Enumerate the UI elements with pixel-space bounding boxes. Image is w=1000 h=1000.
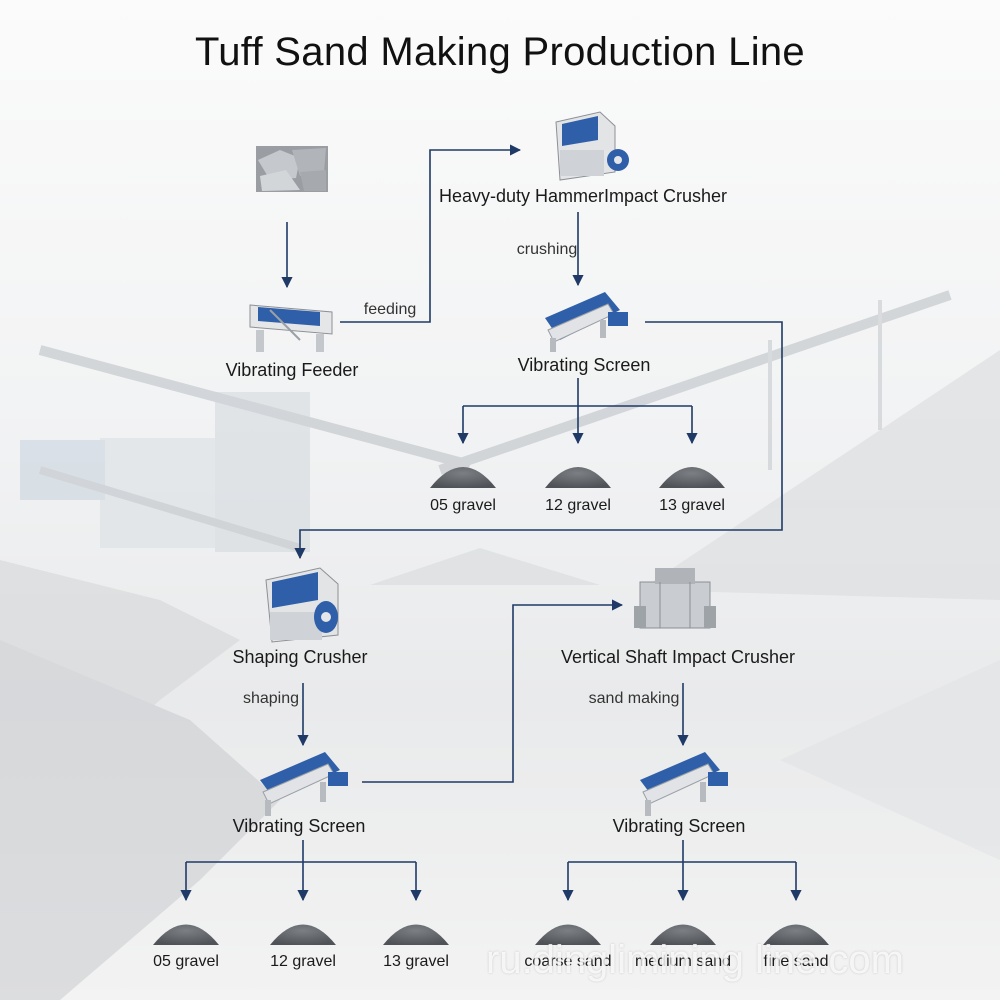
sand-pile-icon xyxy=(535,924,601,945)
vibrating-feeder-icon xyxy=(249,304,333,352)
output-label: 12 gravel xyxy=(545,497,611,514)
page-title: Tuff Sand Making Production Line xyxy=(195,30,805,74)
connectors xyxy=(180,144,802,902)
arrow-feeding xyxy=(340,144,522,323)
gravel-pile-icon xyxy=(545,467,611,488)
edge-label-feeding: feeding xyxy=(363,301,417,318)
impact-crusher-icon xyxy=(265,567,339,643)
output-label: 13 gravel xyxy=(383,953,449,970)
vibrating-screen-icon xyxy=(260,752,348,816)
arrow-screen2-to-vsi xyxy=(362,599,624,783)
output-piles xyxy=(153,467,829,945)
node-label-hammer-crusher: Heavy-duty HammerImpact Crusher xyxy=(438,186,728,206)
output-label: 05 gravel xyxy=(153,953,219,970)
edge-label-crushing: crushing xyxy=(516,241,578,258)
sand-pile-icon xyxy=(650,924,716,945)
node-label-vibrating-feeder: Vibrating Feeder xyxy=(225,360,359,380)
node-label-shaping-crusher: Shaping Crusher xyxy=(232,647,368,667)
gravel-pile-icon xyxy=(659,467,725,488)
edge-label-shaping: shaping xyxy=(242,690,300,707)
vibrating-screen-icon xyxy=(640,752,728,816)
node-label-vsi-crusher: Vertical Shaft Impact Crusher xyxy=(560,647,796,667)
output-label: coarse sand xyxy=(524,953,612,970)
vsi-crusher-icon xyxy=(634,568,716,629)
node-label-screen-1: Vibrating Screen xyxy=(517,355,651,375)
output-label: 13 gravel xyxy=(659,497,725,514)
gravel-pile-icon xyxy=(383,924,449,945)
raw-stone-image xyxy=(256,146,328,192)
arrow-screen1-to-shaping xyxy=(294,321,783,560)
gravel-pile-icon xyxy=(153,924,219,945)
output-label: fine sand xyxy=(763,953,829,970)
node-label-screen-2: Vibrating Screen xyxy=(232,816,366,836)
node-label-screen-3: Vibrating Screen xyxy=(612,816,746,836)
output-label: medium sand xyxy=(634,953,732,970)
vibrating-screen-icon xyxy=(545,292,628,352)
output-label: 12 gravel xyxy=(270,953,336,970)
edge-label-sand-making: sand making xyxy=(588,690,680,707)
impact-crusher-icon xyxy=(555,111,629,181)
output-label: 05 gravel xyxy=(430,497,496,514)
watermark: ru.dinglimining line.com xyxy=(486,938,904,982)
gravel-pile-icon xyxy=(430,467,496,488)
sand-pile-icon xyxy=(763,924,829,945)
gravel-pile-icon xyxy=(270,924,336,945)
